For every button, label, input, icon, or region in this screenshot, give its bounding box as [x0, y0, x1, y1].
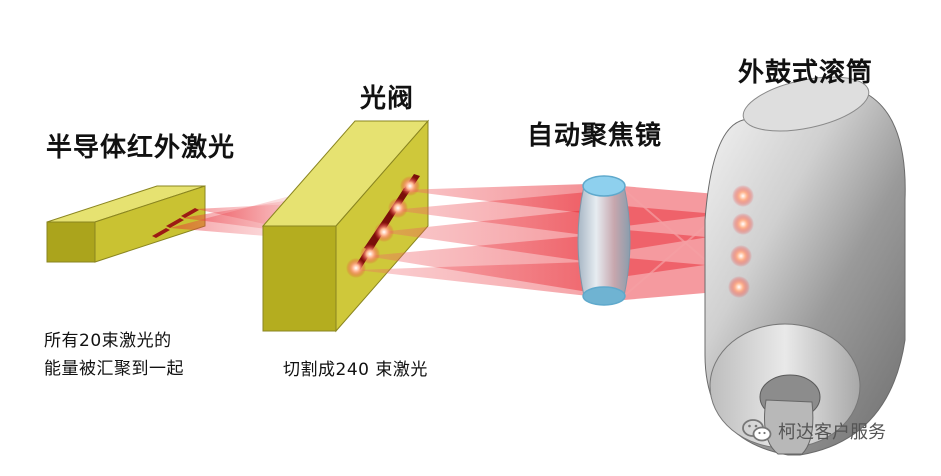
- valve-note: 切割成240 束激光: [283, 360, 428, 380]
- laser-note-line1: 所有20束激光的: [44, 331, 172, 351]
- lens-label: 自动聚焦镜: [527, 121, 663, 151]
- watermark-text: 柯达客户服务: [778, 422, 886, 443]
- lens-bottom-rim: [582, 286, 626, 306]
- external-drum: [704, 76, 906, 456]
- drum-far-cap: [742, 76, 870, 132]
- light-valve: [261, 119, 430, 333]
- drum-axle: [764, 399, 814, 455]
- laser-emitters: [152, 208, 199, 238]
- beams-valve-to-lens: [356, 184, 592, 296]
- lens-top-rim: [582, 175, 626, 197]
- wechat-icon: [742, 419, 772, 442]
- valve-emitter-spots: [346, 176, 420, 278]
- laser-module: [46, 185, 206, 263]
- laser-note: 所有20束激光的 能量被汇聚到一起: [44, 327, 184, 383]
- lens-body: [577, 185, 631, 297]
- laser-note-line2: 能量被汇聚到一起: [44, 359, 184, 379]
- watermark: 柯达客户服务: [742, 418, 886, 444]
- laser-block-front: [46, 221, 96, 263]
- autofocus-lens: [577, 175, 631, 306]
- laser-label: 半导体红外激光: [46, 133, 236, 163]
- valve-block-front: [262, 225, 337, 332]
- light-valve-label: 光阀: [360, 84, 415, 114]
- drum-focus-spots: [728, 185, 754, 298]
- drum-label: 外鼓式滚筒: [738, 58, 874, 88]
